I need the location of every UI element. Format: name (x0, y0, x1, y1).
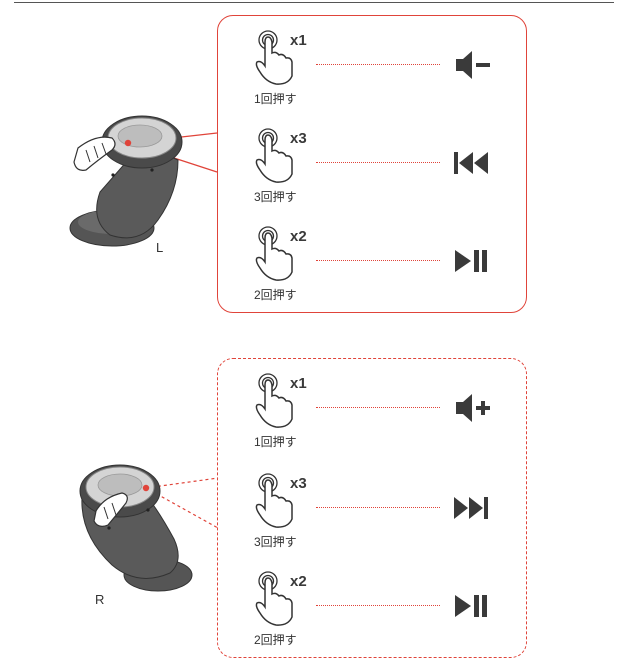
tap-count: x3 (290, 130, 307, 147)
play-pause-icon (452, 244, 496, 278)
press-count-label: 1回押す (254, 433, 297, 450)
dotted-connector (316, 605, 440, 606)
press-count-label: 3回押す (254, 188, 297, 205)
left-gesture-2: x3 3回押す (218, 120, 526, 216)
tap-count: x1 (290, 375, 307, 392)
dotted-connector (316, 507, 440, 508)
press-count-label: 3回押す (254, 533, 297, 550)
tap-count: x2 (290, 228, 307, 245)
play-pause-icon (452, 589, 496, 623)
left-earbud-label: L (156, 240, 163, 255)
left-gesture-1: x1 1回押す (218, 22, 526, 118)
left-gesture-3: x2 2回押す (218, 218, 526, 314)
left-controls-panel: x1 1回押す x3 3回押す x2 2回押す (217, 15, 527, 313)
right-gesture-1: x1 1回押す (218, 365, 526, 461)
tap-count: x2 (290, 573, 307, 590)
right-gesture-2: x3 3回押す (218, 465, 526, 561)
dotted-connector (316, 162, 440, 163)
tap-count: x3 (290, 475, 307, 492)
right-controls-panel: x1 1回押す x3 3回押す x2 2回押す (217, 358, 527, 658)
tap-count: x1 (290, 32, 307, 49)
dotted-connector (316, 260, 440, 261)
right-earbud-illustration (74, 455, 214, 605)
next-track-icon (452, 491, 496, 525)
press-count-label: 2回押す (254, 631, 297, 648)
dotted-connector (316, 64, 440, 65)
press-count-label: 1回押す (254, 90, 297, 107)
previous-track-icon (452, 146, 496, 180)
press-count-label: 2回押す (254, 286, 297, 303)
volume-up-icon (452, 391, 496, 425)
right-earbud-label: R (95, 592, 104, 607)
right-gesture-3: x2 2回押す (218, 563, 526, 659)
dotted-connector (316, 407, 440, 408)
volume-down-icon (452, 48, 496, 82)
left-earbud-illustration (60, 100, 210, 270)
